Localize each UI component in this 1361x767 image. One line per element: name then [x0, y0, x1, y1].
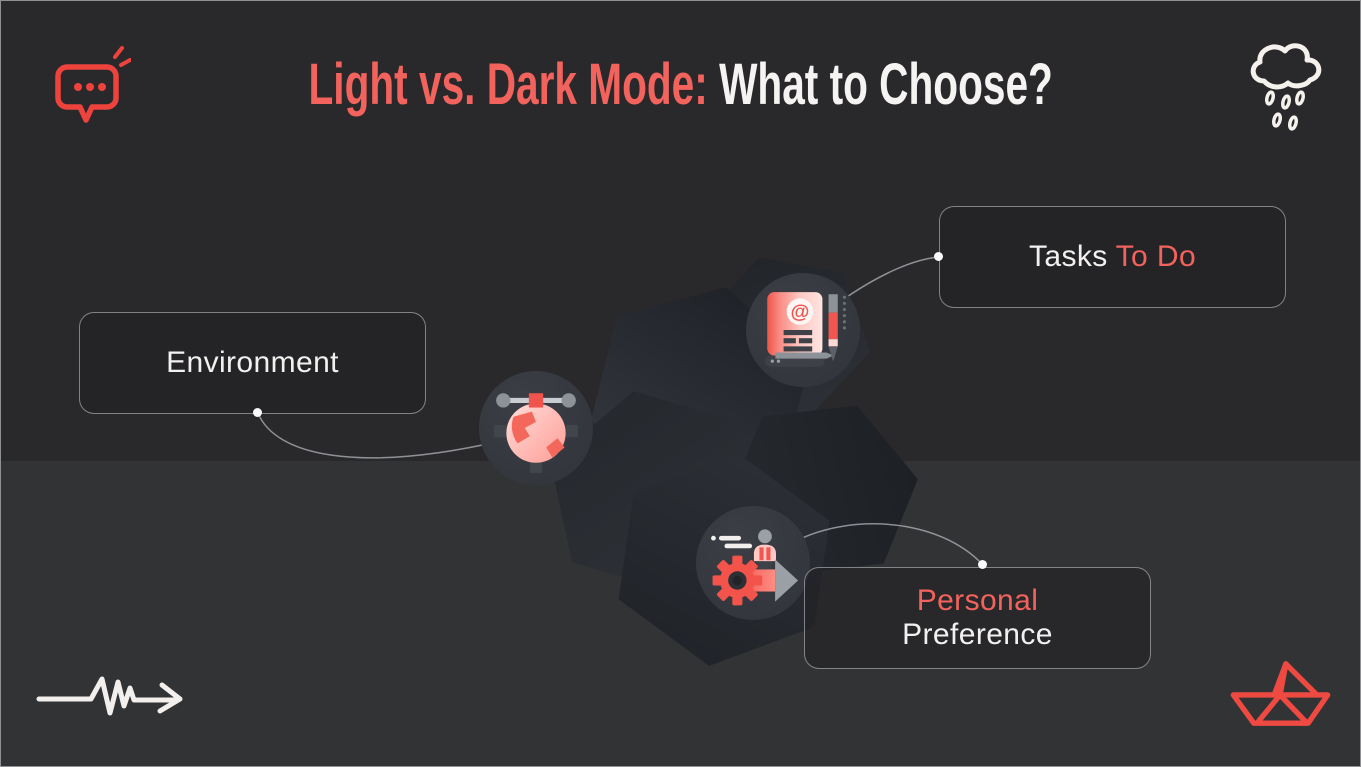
speech-bubble-icon: [55, 46, 131, 123]
tasks-node-circle: @: [746, 273, 860, 387]
environment-label: Environment: [166, 345, 339, 379]
connector-dot: [978, 560, 987, 569]
page-title: Light vs. Dark Mode: What to Choose?: [1, 47, 1360, 121]
paper-boat-icon: [1230, 661, 1331, 726]
connector-tasks: [840, 256, 940, 302]
node-box-tasks: Tasks To Do: [939, 206, 1286, 308]
tasks-label-accent: To Do: [1115, 239, 1197, 273]
tasks-label-white: Tasks: [1028, 239, 1108, 273]
scribble-arrow-icon: [36, 676, 183, 716]
connector-dot: [253, 408, 262, 417]
rain-cloud-icon: [1250, 43, 1322, 131]
connector-environment: [257, 412, 502, 459]
at-symbol: @: [790, 301, 809, 323]
connector-personal: [795, 523, 984, 566]
personal-node-circle: [696, 506, 810, 620]
personal-label-accent: Personal: [916, 583, 1039, 617]
personal-label-white: Preference: [902, 618, 1053, 651]
globe-vector-pen-tool-icon: [494, 393, 578, 473]
node-box-environment: Environment: [79, 312, 426, 414]
title-rest: What to Choose?: [718, 51, 1053, 117]
title-accent: Light vs. Dark Mode:: [308, 51, 708, 117]
gear-person-arrow-icon: [711, 529, 799, 606]
connector-dot: [934, 252, 943, 261]
environment-node-circle: [479, 371, 593, 485]
node-box-personal: Personal Preference: [804, 567, 1151, 669]
address-book-pencil-icon: @: [765, 292, 846, 367]
